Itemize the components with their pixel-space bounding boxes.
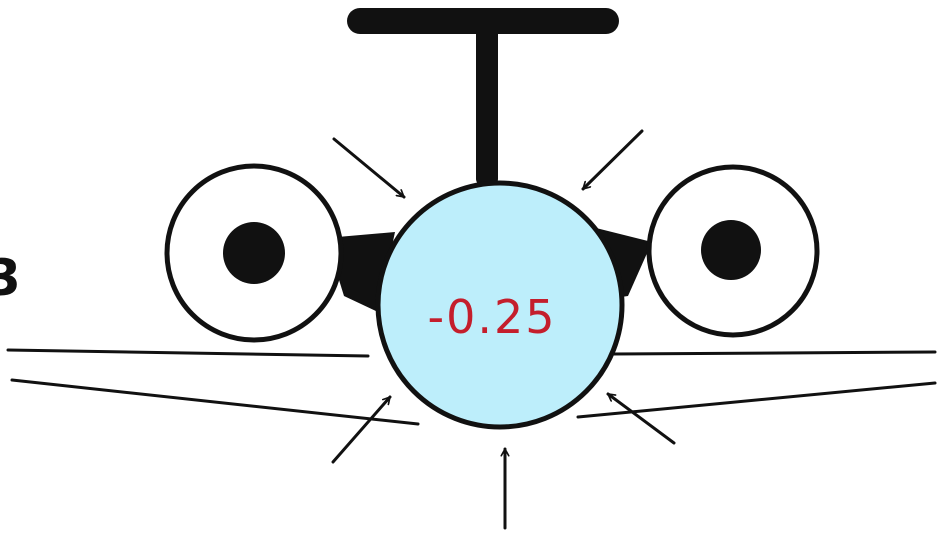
engine-hub-right	[701, 220, 761, 280]
arrow-upper-right	[581, 129, 644, 191]
pressure-arrows	[331, 129, 676, 530]
tail-fin	[347, 8, 619, 185]
wing-left	[6, 348, 420, 426]
arrow-upper-left	[332, 137, 406, 199]
engine-hub-left	[223, 222, 285, 284]
engine-left	[164, 163, 344, 343]
left-edge-label: 3	[0, 249, 21, 307]
wing-right	[576, 350, 937, 419]
engine-right	[646, 164, 820, 338]
arrow-lower-left	[331, 395, 392, 464]
fuselage-circle	[375, 180, 625, 430]
arrow-lower-right	[606, 392, 676, 445]
fuselage-value-label: -0.25	[427, 290, 557, 344]
